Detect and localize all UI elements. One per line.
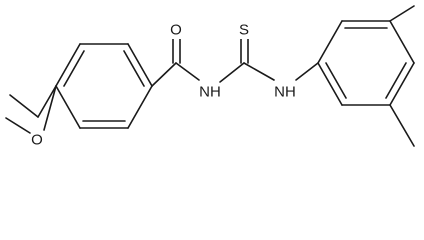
amide-nitrogen-label: NH (199, 84, 221, 101)
atom-labels: O S NH NH O (29, 21, 298, 149)
aryl-nitrogen-label: NH (274, 84, 296, 101)
thiourea-core (219, 35, 319, 83)
carbonyl-oxygen-label: O (170, 22, 182, 39)
molecule-diagram: O S NH NH O (5, 5, 415, 149)
methoxy-oxygen-label: O (31, 132, 43, 149)
dimethylphenyl-ring (317, 20, 415, 106)
thione-sulfur-label: S (239, 22, 249, 39)
methoxy-oxygen-bonds (5, 85, 57, 134)
methoxyphenyl-ring (55, 43, 153, 129)
methoxy-group (9, 85, 57, 118)
structure-drawing: O S NH NH O (5, 5, 415, 149)
methyl-groups (389, 5, 415, 147)
carbonyl-group (151, 33, 200, 87)
